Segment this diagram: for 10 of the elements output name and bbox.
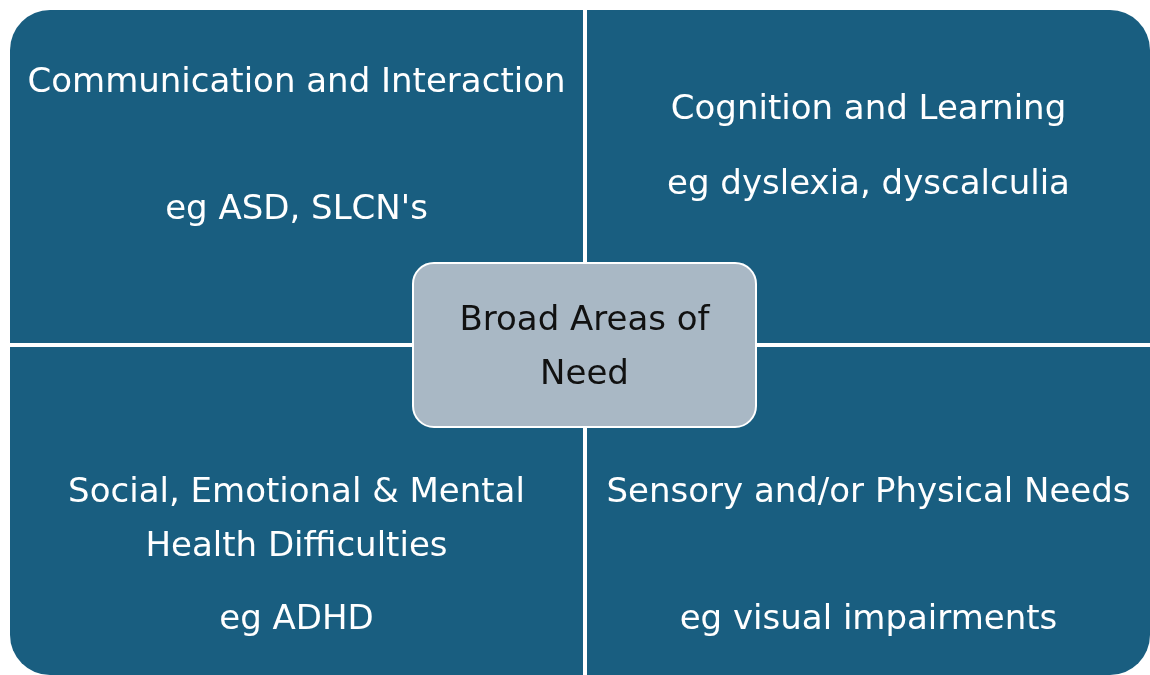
example-text: eg visual impairments [678, 596, 1059, 639]
center-box [412, 262, 757, 428]
area-heading: Social, Emotional & Mental Health Difficulties [67, 469, 526, 566]
area-heading: Sensory and/or Physical Needs [605, 469, 1132, 512]
center-label: Broad Areas of Need [458, 297, 711, 394]
example-text: eg dyslexia, dyscalculia [666, 161, 1071, 204]
area-heading: Communication and Interaction [26, 59, 567, 102]
example-text: eg ASD, SLCN's [164, 186, 429, 229]
example-text: eg ADHD [218, 596, 375, 639]
area-heading: Cognition and Learning [669, 86, 1068, 129]
